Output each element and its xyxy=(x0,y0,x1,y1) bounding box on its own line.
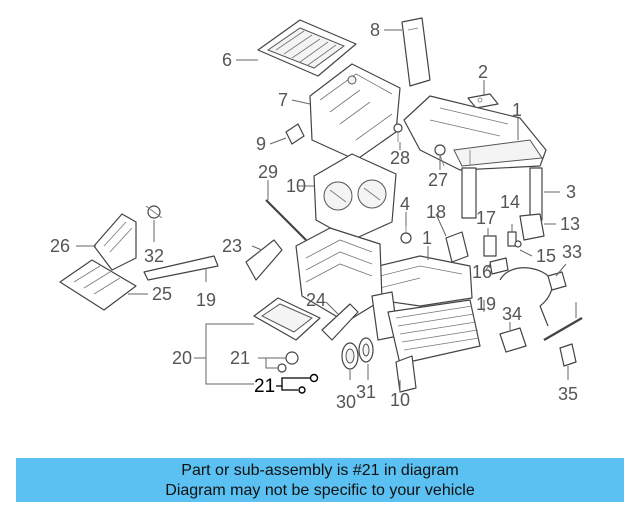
part-32-harness xyxy=(499,267,567,327)
part-5-upper-case xyxy=(309,63,401,161)
part-10-case-base xyxy=(395,355,417,393)
info-banner: Part or sub-assembly is #21 in diagram D… xyxy=(16,458,624,502)
part-4-screw xyxy=(400,226,412,244)
part-29-seal xyxy=(341,342,359,370)
callout-21: 21 xyxy=(254,376,275,397)
part-7-filter-frame xyxy=(257,19,357,77)
callout-32: 33 xyxy=(562,242,582,262)
callout-5: 7 xyxy=(278,90,288,110)
part-8-blower-housing xyxy=(313,153,397,241)
callout-11: 13 xyxy=(560,214,580,234)
callout-8: 10 xyxy=(286,176,306,196)
part-18-duct xyxy=(143,255,219,281)
callout-3: 3 xyxy=(566,182,576,202)
callout-1-mid: 1 xyxy=(422,228,432,248)
callout-33: 34 xyxy=(502,304,522,324)
callout-17: 19 xyxy=(476,294,496,314)
callout-9: 8 xyxy=(370,20,380,40)
callout-25: 26 xyxy=(50,236,70,256)
callout-14: 16 xyxy=(472,262,492,282)
callout-34: 35 xyxy=(558,384,578,404)
banner-line-2: Diagram may not be specific to your vehi… xyxy=(165,482,475,499)
part-25-outlet xyxy=(93,213,137,271)
part-9-panel xyxy=(401,17,431,87)
callout-18: 19 xyxy=(196,290,216,310)
part-11-actuator xyxy=(519,213,545,241)
part-27-screw xyxy=(393,123,403,142)
callout-23: 24 xyxy=(306,290,326,310)
callout-22: 23 xyxy=(222,236,242,256)
parts-diagram: 6 8 2 1 7 9 28 27 3 10 29 4 18 17 14 13 … xyxy=(50,17,583,412)
callout-19: 20 xyxy=(172,348,192,368)
banner-line-1: Part or sub-assembly is #21 in diagram xyxy=(181,462,459,479)
part-6-clip xyxy=(285,123,305,145)
callout-24: 25 xyxy=(152,284,172,304)
callout-27: 28 xyxy=(390,148,410,168)
callout-28: 29 xyxy=(258,162,278,182)
callout-16: 18 xyxy=(426,202,446,222)
part-22-duct xyxy=(245,239,283,281)
part-31-screw xyxy=(145,205,163,219)
part-17-evaporator xyxy=(387,299,481,365)
part-21-small-parts xyxy=(298,373,319,394)
part-20-grommet xyxy=(277,351,299,373)
callout-labels: 6 8 2 1 7 9 28 27 3 10 29 4 18 17 14 13 … xyxy=(50,20,582,412)
callout-12: 14 xyxy=(500,192,520,212)
part-33-module xyxy=(499,327,527,353)
callout-13: 15 xyxy=(536,246,556,266)
part-19-filter xyxy=(253,297,321,341)
callout-10: 10 xyxy=(390,390,410,410)
part-26-fitting xyxy=(434,144,446,167)
callout-7: 6 xyxy=(222,50,232,70)
callout-29: 30 xyxy=(336,392,356,412)
part-35-rod xyxy=(543,316,583,342)
callout-15: 17 xyxy=(476,208,496,228)
part-15-connector xyxy=(483,235,497,257)
callout-4: 4 xyxy=(400,194,410,214)
part-16-sensor xyxy=(445,231,469,263)
part-2-bracket xyxy=(467,93,499,109)
part-34-sensor xyxy=(559,343,577,367)
callout-31: 32 xyxy=(144,246,164,266)
callout-30: 31 xyxy=(356,382,376,402)
callout-26: 27 xyxy=(428,170,448,190)
part-14-bracket xyxy=(489,257,509,275)
callout-2: 2 xyxy=(478,62,488,82)
part-28-rod xyxy=(265,199,307,241)
part-13-pin xyxy=(514,240,522,248)
callout-20: 21 xyxy=(230,348,250,368)
callout-1-top: 1 xyxy=(512,100,522,120)
part-24-tray xyxy=(59,259,137,311)
part-23-duct xyxy=(321,303,359,341)
callout-6: 9 xyxy=(256,134,266,154)
part-30-seal xyxy=(358,337,374,363)
leader-lines xyxy=(76,29,577,392)
